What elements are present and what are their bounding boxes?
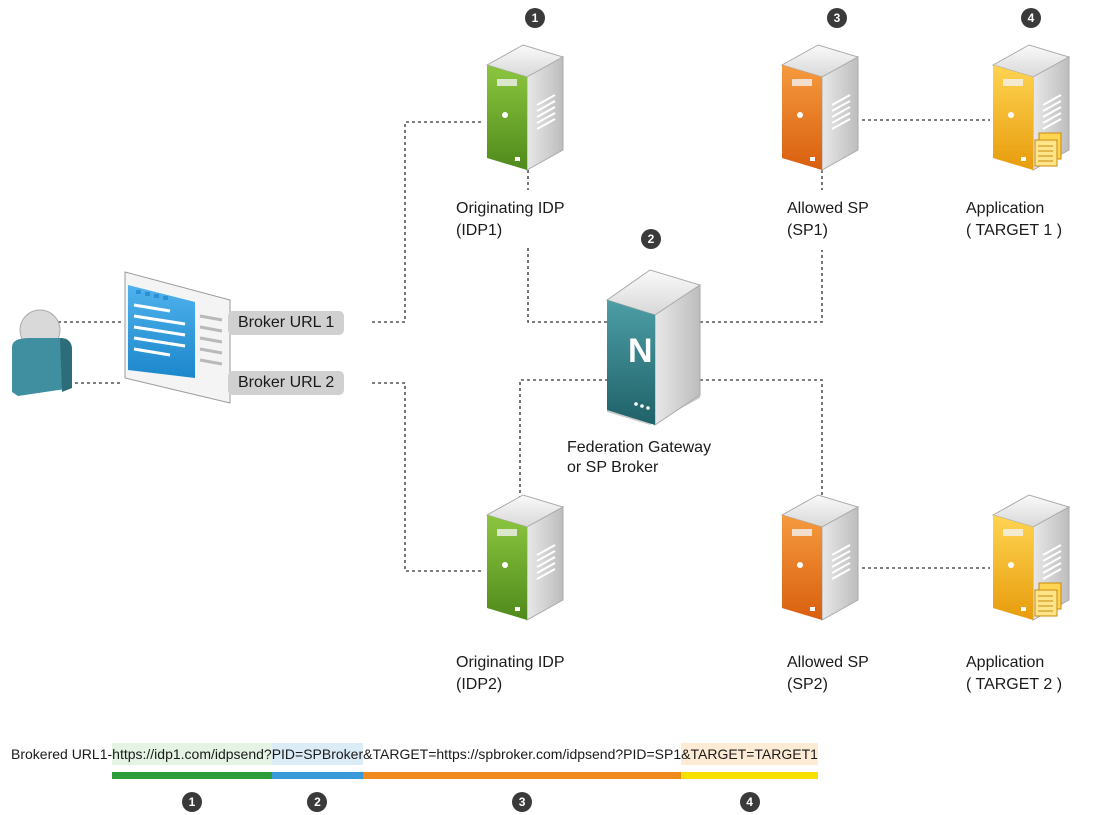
connector-gateway-idp2 — [519, 379, 608, 500]
gateway-alt-name: or SP Broker — [567, 459, 659, 476]
brokered-url: Brokered URL1-https://idp1.com/idpsend?P… — [11, 743, 818, 765]
badge-idp1: 1 — [525, 8, 545, 28]
url-segment-badge-1: 1 — [181, 792, 202, 812]
idp1-id: (IDP1) — [456, 222, 503, 239]
broker-url-2-link[interactable]: Broker URL 2 — [228, 371, 345, 395]
url-segment-badge-4: 4 — [739, 792, 760, 812]
idp2-server-icon — [485, 494, 565, 621]
sp1-id: (SP1) — [787, 222, 828, 239]
connector-gateway-sp1 — [700, 250, 823, 323]
label-idp2: Originating IDP (IDP2) — [456, 652, 565, 696]
sp2-id: (SP2) — [787, 676, 828, 693]
app2-target: ( TARGET 2 ) — [966, 676, 1063, 693]
connector-url1-idp1 — [372, 121, 484, 323]
connector-url2-idp2 — [372, 382, 484, 572]
connector-idp1-gateway-b — [527, 248, 608, 323]
sp2-server-icon — [780, 494, 860, 621]
url-segment-4: &TARGET=TARGET1 — [681, 743, 818, 765]
badge-gateway: 2 — [641, 229, 661, 249]
sp1-name: Allowed SP — [787, 200, 869, 217]
label-app1: Application ( TARGET 1 ) — [966, 198, 1062, 242]
badge-sp1: 3 — [827, 8, 847, 28]
app2-server-icon — [991, 494, 1071, 621]
url-segment-2: PID=SPBroker — [271, 743, 364, 765]
gateway-server-icon: N — [605, 269, 702, 426]
url-segment-badge-2: 2 — [307, 792, 328, 812]
idp1-name: Originating IDP — [456, 200, 565, 217]
gateway-logo: N — [628, 332, 653, 370]
user-icon — [12, 309, 72, 396]
app1-name: Application — [966, 200, 1045, 217]
url-segment-bar-2 — [271, 772, 364, 779]
badge-app1: 4 — [1021, 8, 1041, 28]
url-segment-1: https://idp1.com/idpsend? — [112, 743, 272, 765]
app1-server-icon — [991, 44, 1071, 171]
idp2-id: (IDP2) — [456, 676, 503, 693]
url-segment-bar-3 — [363, 772, 682, 779]
idp1-server-icon — [485, 44, 565, 171]
label-idp1: Originating IDP (IDP1) — [456, 198, 565, 242]
servers — [485, 44, 1071, 621]
url-segment-bar-4 — [681, 772, 818, 779]
gateway-name: Federation Gateway — [567, 439, 712, 456]
idp2-name: Originating IDP — [456, 654, 565, 671]
app1-target: ( TARGET 1 ) — [966, 222, 1063, 239]
broker-url-1-link[interactable]: Broker URL 1 — [228, 311, 345, 335]
label-sp1: Allowed SP (SP1) — [787, 198, 869, 242]
url-segment-bar-1 — [112, 772, 272, 779]
sp1-server-icon — [780, 44, 860, 171]
browser-window-icon — [124, 271, 231, 404]
app2-name: Application — [966, 654, 1045, 671]
sp2-name: Allowed SP — [787, 654, 869, 671]
url-prefix: Brokered URL1- — [11, 746, 113, 762]
label-app2: Application ( TARGET 2 ) — [966, 652, 1062, 696]
connectors — [58, 119, 990, 572]
label-sp2: Allowed SP (SP2) — [787, 652, 869, 696]
url-segment-3: &TARGET=https://spbroker.com/idpsend?PID… — [363, 743, 682, 765]
url-segment-badge-3: 3 — [512, 792, 533, 812]
connector-gateway-sp2 — [700, 379, 823, 515]
label-gateway: Federation Gateway or SP Broker — [567, 438, 711, 478]
